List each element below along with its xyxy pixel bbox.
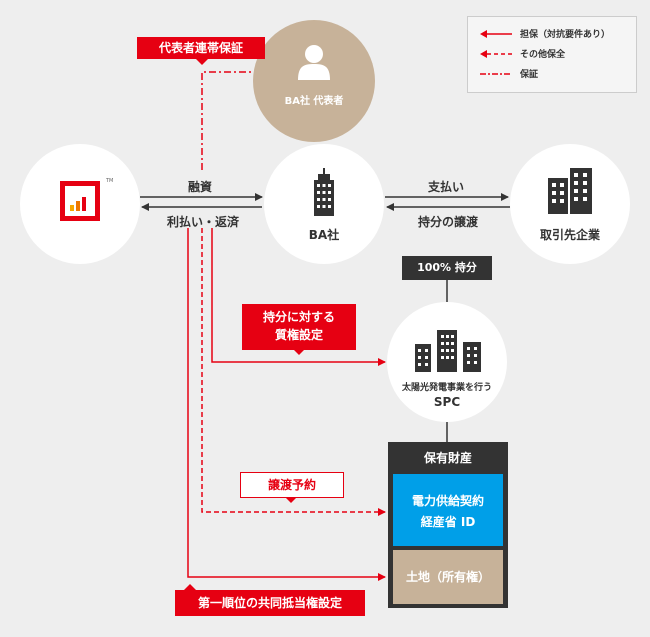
- assets-item-contract-line2: 経産省 ID: [420, 515, 476, 529]
- spc-label-line1: 太陽光発電事業を行う: [401, 383, 492, 393]
- guarantee-tag: 代表者連帯保証: [137, 37, 265, 59]
- repayment-label: 利払い・返済: [166, 215, 239, 229]
- assets-title: 保有財産: [423, 451, 472, 465]
- lender-node: TM: [20, 144, 140, 264]
- ba-label: BA社: [308, 228, 340, 242]
- reservation-tag-pointer: [285, 497, 297, 503]
- assets-item-land: 土地（所有権）: [393, 550, 503, 604]
- pledge-tag-line1: 持分に対する: [262, 310, 335, 324]
- spc-node: 太陽光発電事業を行う SPC: [387, 302, 507, 422]
- legend-swatches: [480, 30, 512, 75]
- mortgage-line: [187, 228, 386, 581]
- holding-tag: 100% 持分: [402, 256, 492, 280]
- reservation-tag: 譲渡予約: [240, 472, 344, 498]
- spc-label-line2: SPC: [433, 395, 461, 409]
- representative-label: BA社 代表者: [284, 96, 344, 107]
- assets-box: 保有財産 電力供給契約 経産省 ID 土地（所有権）: [388, 442, 508, 608]
- pledge-line: [211, 228, 386, 366]
- client-label: 取引先企業: [539, 228, 600, 242]
- lender-logo-icon: [60, 181, 100, 221]
- buildings-icon: [415, 330, 481, 372]
- representative-node: BA社 代表者: [253, 20, 375, 142]
- pledge-tag-pointer: [293, 349, 305, 355]
- financing-label: 融資: [187, 180, 212, 194]
- assets-item-contract: 電力供給契約 経産省 ID: [393, 474, 503, 546]
- mortgage-tag-pointer: [184, 584, 196, 590]
- payment-label: 支払い: [427, 180, 464, 194]
- guarantee-line: [201, 71, 278, 170]
- person-icon: [298, 45, 330, 80]
- legend: 担保（対抗要件あり） その他保全 保証: [467, 16, 637, 93]
- building-icon: [314, 168, 334, 216]
- legend-label-other: その他保全: [520, 50, 566, 60]
- mortgage-tag: 第一順位の共同抵当権設定: [175, 590, 365, 616]
- pledge-tag: 持分に対する 質権設定: [242, 304, 356, 350]
- transfer-label: 持分の譲渡: [417, 215, 478, 229]
- guarantee-tag-pointer: [196, 59, 208, 65]
- office-buildings-icon: [548, 168, 592, 214]
- legend-label-collateral: 担保（対抗要件あり）: [520, 30, 611, 40]
- client-node: 取引先企業: [510, 144, 630, 264]
- legend-label-guarantee: 保証: [520, 70, 539, 80]
- trademark: TM: [106, 178, 114, 184]
- pledge-tag-line2: 質権設定: [274, 328, 323, 342]
- reservation-line: [201, 228, 386, 516]
- ba-node: BA社: [264, 144, 384, 264]
- assets-item-contract-line1: 電力供給契約: [411, 494, 484, 508]
